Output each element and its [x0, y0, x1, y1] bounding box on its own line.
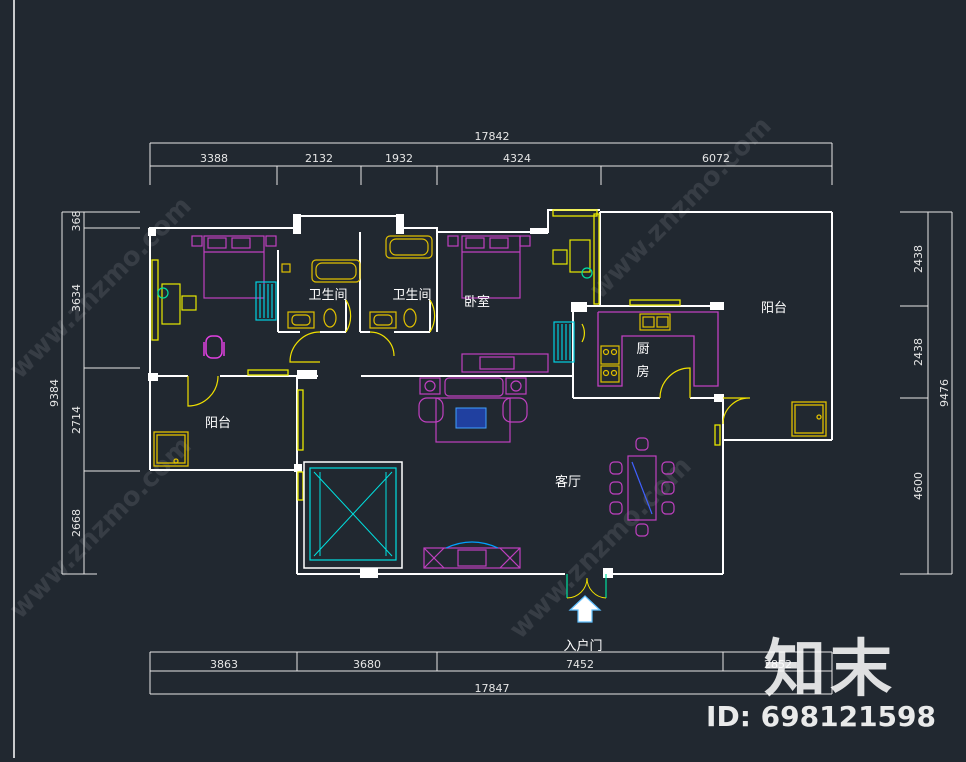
watermark-url-3: www.znzmo.com: [4, 431, 198, 625]
dim-left-seg-3: 2714: [70, 406, 83, 434]
room-label-bedroom: 卧室: [464, 294, 490, 310]
door-swings: [187, 299, 751, 425]
dim-bottom-seg-2: 3680: [353, 658, 381, 671]
room-label-balcony-right: 阳台: [761, 301, 787, 316]
left-dimension-lines: [61, 211, 140, 575]
media-wall: [423, 541, 521, 569]
room-label-living-room: 客厅: [555, 474, 581, 490]
dim-right-seg-3: 4600: [912, 472, 925, 500]
washing-machine: [791, 401, 827, 437]
dim-bottom-seg-3: 7452: [566, 658, 594, 671]
right-dimension-lines: [900, 211, 953, 575]
dim-left-seg-1: 368: [70, 211, 83, 232]
watermark-url-2: www.znzmo.com: [584, 111, 778, 305]
dim-top-seg-1: 3388: [200, 152, 228, 165]
sofa-set: [418, 377, 528, 443]
dim-left-total: 9384: [48, 379, 61, 407]
kitchen-counter: [597, 311, 719, 387]
dim-bottom-total: 17847: [475, 682, 510, 695]
entrance-door: [566, 574, 607, 599]
repeating-watermark: www.znzmo.com www.znzmo.com www.znzmo.co…: [4, 111, 778, 645]
kitchen-appliances: [600, 313, 671, 383]
room-label-kitchen-1: 厨: [636, 342, 649, 357]
washing-machine-left: [153, 431, 189, 467]
dim-bottom-seg-1: 3863: [210, 658, 238, 671]
armchair-left: [203, 335, 225, 359]
room-label-bathroom-1: 卫生间: [308, 288, 347, 303]
desk-right: [552, 239, 591, 273]
room-label-entrance: 入户门: [563, 638, 602, 654]
dim-top-total: 17842: [475, 130, 510, 143]
desk-left: [161, 283, 197, 325]
lamp-icon: [157, 287, 169, 299]
bed-right: [447, 235, 531, 299]
watermark-logo: 知末: [763, 632, 896, 705]
dim-right-seg-2: 2438: [912, 338, 925, 366]
wall-columns: [148, 214, 724, 578]
room-label-balcony-left: 阳台: [205, 416, 231, 431]
watermark-url-1: www.znzmo.com: [4, 191, 198, 385]
dim-bottom-seg-4: 2852: [764, 658, 792, 671]
dim-left-seg-4: 2668: [70, 509, 83, 537]
tv-cabinet: [461, 353, 549, 373]
dim-top-seg-2: 2132: [305, 152, 333, 165]
bathroom-1-fixtures: [281, 259, 361, 329]
dim-top-seg-5: 6072: [702, 152, 730, 165]
entrance-arrow-icon: [568, 595, 602, 623]
dim-left-seg-2: 3634: [70, 284, 83, 312]
room-label-kitchen-2: 房: [636, 364, 649, 380]
dining-table: [609, 437, 675, 537]
watermark-id: ID: 698121598: [706, 700, 936, 733]
dim-right-seg-1: 2438: [912, 245, 925, 273]
top-dimension-lines: [149, 142, 833, 185]
dim-top-seg-4: 4324: [503, 152, 531, 165]
walls: [149, 209, 833, 575]
stair-void: [303, 461, 403, 569]
bottom-dimension-lines: [149, 651, 833, 695]
wardrobe-right: [553, 321, 575, 363]
dim-top-seg-3: 1932: [385, 152, 413, 165]
dim-right-total: 9476: [938, 379, 951, 407]
watermark-url-4: www.znzmo.com: [504, 451, 698, 645]
bathroom-2-fixtures: [369, 235, 433, 329]
coffee-table: [455, 407, 487, 429]
wardrobe-left: [255, 281, 277, 321]
bed-left: [191, 235, 277, 299]
windows: [151, 209, 721, 501]
lamp-icon-right: [581, 267, 593, 279]
room-label-bathroom-2: 卫生间: [392, 288, 431, 303]
